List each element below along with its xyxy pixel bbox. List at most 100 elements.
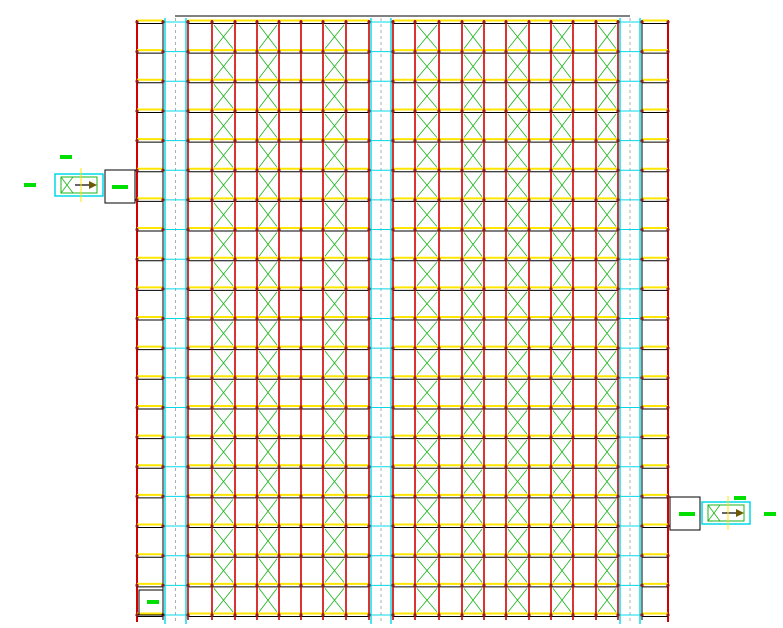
node <box>277 316 281 321</box>
node <box>666 168 670 172</box>
node <box>666 287 670 291</box>
brace <box>597 528 617 553</box>
node <box>460 198 464 202</box>
node <box>161 554 165 558</box>
node <box>299 346 303 350</box>
brace <box>416 172 438 198</box>
node <box>571 583 575 587</box>
brace <box>597 84 617 109</box>
brace <box>597 350 617 376</box>
brace <box>552 380 572 405</box>
node <box>413 583 417 587</box>
brace <box>258 113 278 138</box>
node <box>233 465 237 469</box>
node <box>482 257 486 261</box>
brace <box>213 261 234 287</box>
node <box>367 494 371 498</box>
brace <box>213 469 234 494</box>
node <box>504 465 508 469</box>
brace <box>213 24 234 49</box>
node <box>413 524 417 528</box>
brace <box>213 143 234 168</box>
node <box>666 109 670 113</box>
node <box>233 554 237 558</box>
node <box>344 376 348 380</box>
node <box>255 109 259 113</box>
node <box>210 376 214 380</box>
node <box>135 316 139 321</box>
node <box>482 287 486 291</box>
brace <box>213 54 234 79</box>
node <box>255 346 259 350</box>
brace <box>552 321 572 346</box>
node <box>460 50 464 54</box>
node <box>549 435 553 439</box>
node <box>571 376 575 380</box>
node <box>367 435 371 439</box>
node <box>161 79 165 83</box>
node <box>640 465 644 469</box>
node <box>413 287 417 291</box>
node <box>186 198 190 202</box>
node <box>413 227 417 232</box>
node <box>594 257 598 261</box>
node <box>233 109 237 113</box>
brace <box>258 439 278 464</box>
brace <box>324 84 345 109</box>
node <box>277 583 281 587</box>
node <box>367 109 371 113</box>
node <box>437 524 441 528</box>
brace <box>416 588 438 613</box>
frame-lines <box>136 15 669 622</box>
node <box>299 376 303 380</box>
brace <box>463 291 483 316</box>
brace <box>597 232 617 257</box>
node <box>504 346 508 350</box>
node <box>135 257 139 261</box>
node <box>391 613 395 617</box>
brace <box>597 291 617 316</box>
brace <box>597 558 617 583</box>
brace <box>258 469 278 494</box>
node <box>299 287 303 291</box>
node <box>391 257 395 261</box>
node <box>391 465 395 469</box>
node <box>277 20 281 24</box>
node <box>186 50 190 54</box>
brace <box>597 173 617 198</box>
brace <box>552 528 572 553</box>
brace <box>324 172 345 198</box>
node <box>640 287 644 291</box>
node <box>161 465 165 469</box>
node <box>233 79 237 83</box>
node <box>186 79 190 83</box>
brace <box>258 528 278 553</box>
brace <box>213 202 234 227</box>
node <box>367 139 371 143</box>
node <box>504 583 508 587</box>
node <box>210 198 214 202</box>
node <box>367 198 371 202</box>
node <box>210 435 214 439</box>
node <box>549 346 553 350</box>
brace <box>552 54 572 79</box>
node <box>666 20 670 24</box>
brace <box>324 558 345 583</box>
node <box>571 494 575 498</box>
node <box>233 494 237 498</box>
node <box>210 168 214 172</box>
node <box>277 376 281 380</box>
node <box>666 227 670 232</box>
brace <box>552 202 572 227</box>
brace <box>416 410 438 435</box>
node <box>504 405 508 410</box>
node <box>367 346 371 350</box>
node <box>299 50 303 54</box>
node <box>255 50 259 54</box>
node <box>321 405 325 410</box>
node <box>504 50 508 54</box>
node <box>391 139 395 143</box>
node <box>594 79 598 83</box>
cross-bracing <box>213 24 617 613</box>
brace <box>507 469 528 494</box>
